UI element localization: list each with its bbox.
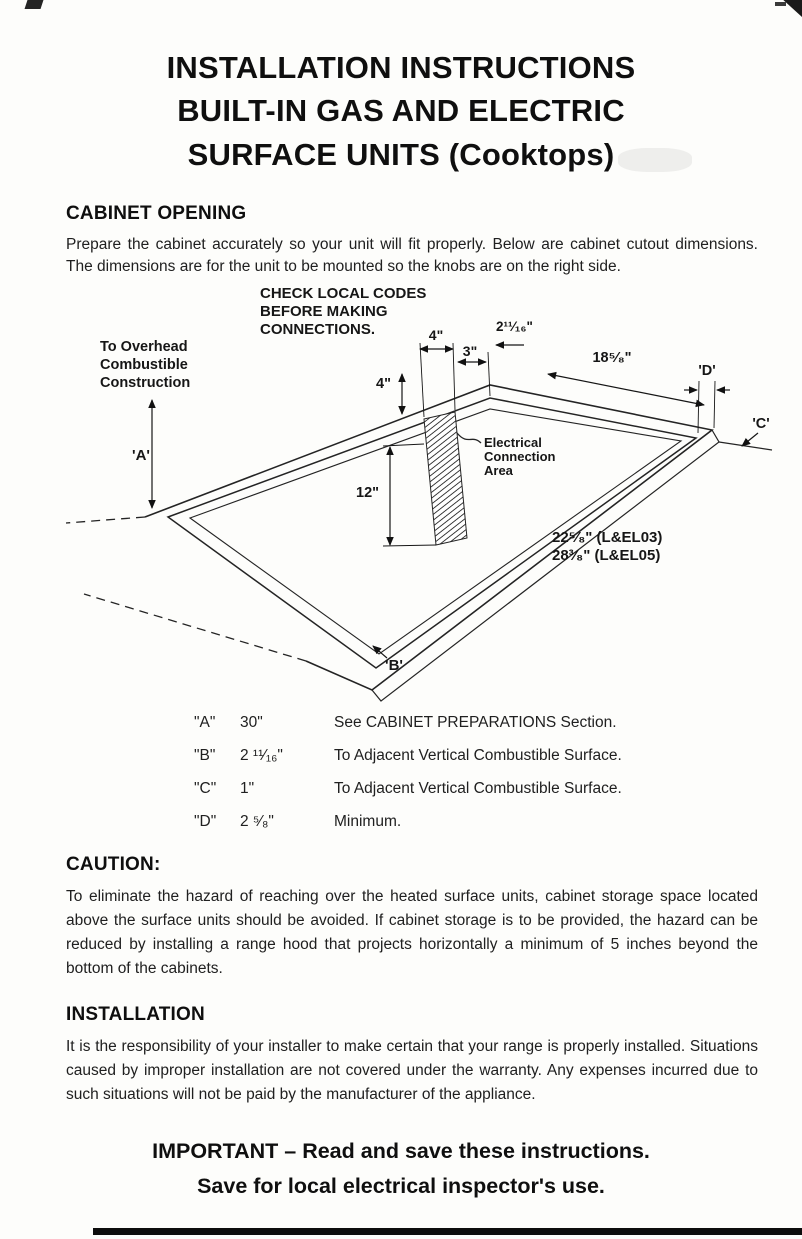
label-overhead-3: Construction <box>100 375 190 391</box>
scan-artifact-top-right-mark <box>775 2 786 6</box>
footer-important-note: IMPORTANT – Read and save these instruct… <box>0 1134 802 1205</box>
installation-section: INSTALLATION It is the responsibility of… <box>66 1004 758 1107</box>
label-dim-b: 'B' <box>385 657 403 674</box>
table-row: "D" 2 ⁵⁄₈" Minimum. <box>194 813 766 831</box>
cabinet-cutout-diagram: CHECK LOCAL CODES BEFORE MAKING CONNECTI… <box>65 285 773 702</box>
electrical-pointer-squiggle <box>456 432 482 444</box>
label-dim-2-11-16: 2¹¹⁄₁₆" <box>496 319 533 334</box>
label-dim-4-left: 4" <box>376 376 391 392</box>
label-electrical-3: Area <box>484 463 514 478</box>
caution-heading: CAUTION: <box>66 854 161 875</box>
dimension-value: 2 ¹¹⁄₁₆" <box>240 747 283 764</box>
scan-smudge <box>618 148 692 172</box>
label-dim-3: 3" <box>463 343 477 359</box>
title-line-1: INSTALLATION INSTRUCTIONS <box>166 50 636 85</box>
table-row: "B" 2 ¹¹⁄₁₆" To Adjacent Vertical Combus… <box>194 747 766 765</box>
title-line-2: BUILT-IN GAS AND ELECTRIC <box>177 93 625 129</box>
title-line-3: SURFACE UNITS (Cooktops) <box>187 136 615 172</box>
dimension-value: 1" <box>240 780 255 797</box>
table-row: "A" 30" See CABINET PREPARATIONS Section… <box>194 714 766 732</box>
label-dim-18-5-8: 18⁵⁄₈" <box>592 350 631 366</box>
cabinet-opening-section: CABINET OPENING Prepare the cabinet accu… <box>66 203 758 279</box>
installation-body: It is the responsibility of your install… <box>66 1038 758 1104</box>
dimension-description: Minimum. <box>334 813 402 830</box>
scan-artifact-bottom-bar <box>93 1228 802 1235</box>
label-dim-12: 12" <box>356 485 379 501</box>
installation-heading: INSTALLATION <box>66 1004 205 1025</box>
label-model-el05: 28³⁄₈" (L&EL05) <box>552 547 660 564</box>
scan-artifact-top-left <box>24 0 44 9</box>
label-dim-c: 'C' <box>752 416 769 432</box>
dimension-key: "D" <box>194 813 217 830</box>
table-row: "C" 1" To Adjacent Vertical Combustible … <box>194 780 766 798</box>
footer-line-1: IMPORTANT – Read and save these instruct… <box>152 1139 650 1163</box>
cabinet-opening-heading: CABINET OPENING <box>66 203 247 224</box>
label-dim-d: 'D' <box>698 363 715 379</box>
label-model-el03: 22⁵⁄₈" (L&EL03) <box>552 529 662 546</box>
dimension-value: 2 ⁵⁄₈" <box>240 813 274 830</box>
dimension-value: 30" <box>240 714 263 731</box>
label-check-codes-3: CONNECTIONS. <box>260 321 375 338</box>
dimension-key: "B" <box>194 747 216 764</box>
dimension-table: "A" 30" See CABINET PREPARATIONS Section… <box>194 714 766 846</box>
label-electrical-2: Connection <box>484 449 556 464</box>
caution-section: CAUTION: To eliminate the hazard of reac… <box>66 854 758 981</box>
cabinet-opening-body: Prepare the cabinet accurately so your u… <box>66 236 758 276</box>
label-check-codes-2: BEFORE MAKING <box>260 303 388 320</box>
dimension-description: To Adjacent Vertical Combustible Surface… <box>334 747 622 764</box>
caution-body: To eliminate the hazard of reaching over… <box>66 888 758 978</box>
label-dim-4-top: 4" <box>429 327 443 343</box>
label-dim-a: 'A' <box>132 447 150 464</box>
label-overhead-1: To Overhead <box>100 339 188 355</box>
label-overhead-2: Combustible <box>100 357 188 373</box>
electrical-connection-hatch <box>423 411 468 546</box>
label-check-codes-1: CHECK LOCAL CODES <box>260 285 426 302</box>
dimension-key: "C" <box>194 780 217 797</box>
dimension-key: "A" <box>194 714 216 731</box>
document-title: INSTALLATION INSTRUCTIONS BUILT-IN GAS A… <box>0 46 802 176</box>
label-electrical-1: Electrical <box>484 435 542 450</box>
dimension-description: To Adjacent Vertical Combustible Surface… <box>334 780 622 797</box>
dimension-description: See CABINET PREPARATIONS Section. <box>334 714 617 731</box>
dimension-lines <box>148 341 759 659</box>
footer-line-2: Save for local electrical inspector's us… <box>197 1174 605 1199</box>
